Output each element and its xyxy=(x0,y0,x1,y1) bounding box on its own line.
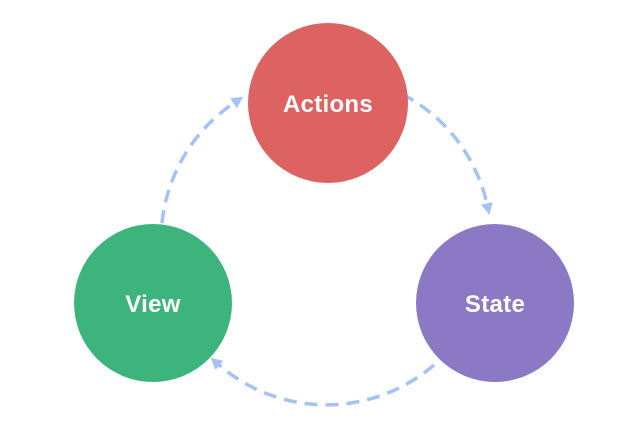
node-actions-label: Actions xyxy=(283,91,373,118)
node-state-label: State xyxy=(465,291,525,318)
node-view-label: View xyxy=(125,291,180,318)
edge-actions-to-state xyxy=(401,92,493,216)
node-view xyxy=(74,224,232,382)
node-actions xyxy=(248,23,408,183)
node-state xyxy=(416,224,574,382)
edge-state-to-view xyxy=(210,357,436,407)
edge-view-to-actions xyxy=(160,96,244,224)
